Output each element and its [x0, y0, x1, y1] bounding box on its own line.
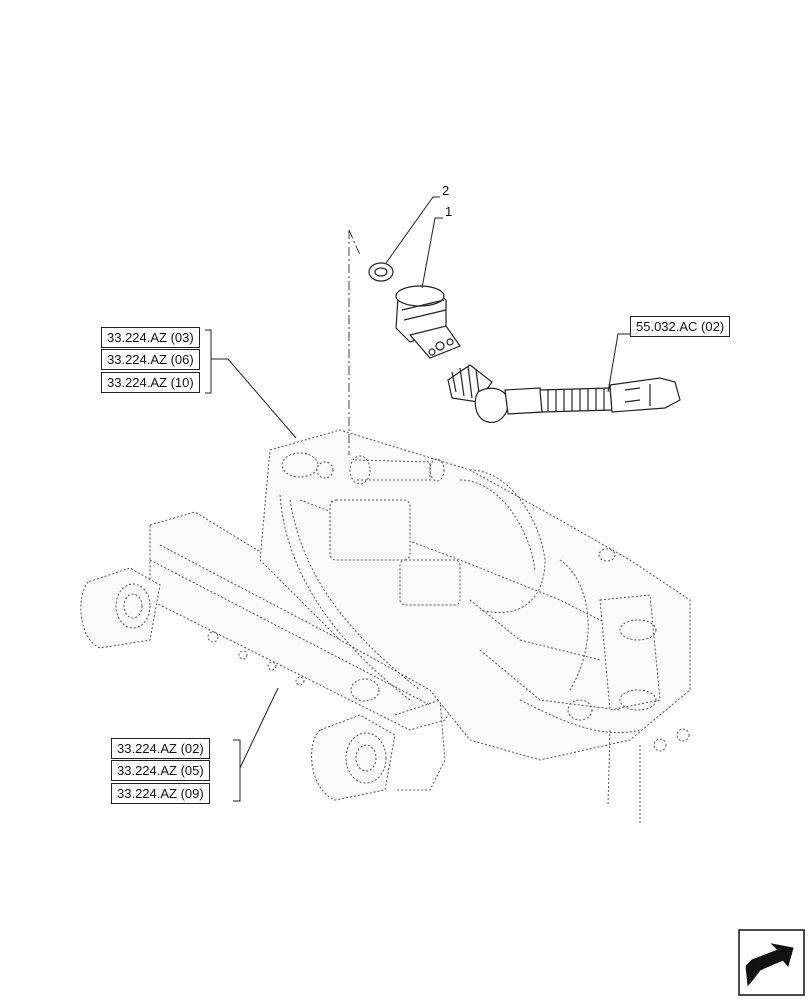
- harness-reference-link[interactable]: 55.032.AC (02): [630, 316, 731, 337]
- axle-assembly-ghost: [80, 429, 691, 825]
- wiring-harness-connector: [447, 364, 681, 424]
- assembly-axis-line: [348, 229, 361, 455]
- leader-lines: [205, 196, 630, 802]
- reference-link[interactable]: 33.224.AZ (05): [111, 760, 210, 781]
- reference-link[interactable]: 33.224.AZ (10): [101, 372, 200, 393]
- callout-item-1: 1: [445, 204, 453, 219]
- callout-item-2: 2: [442, 183, 450, 198]
- part-1-sensor: [395, 285, 461, 359]
- reference-link[interactable]: 33.224.AZ (03): [101, 327, 200, 348]
- reference-link[interactable]: 33.224.AZ (06): [101, 349, 200, 370]
- part-2-seal: [368, 262, 394, 282]
- reference-link[interactable]: 33.224.AZ (09): [111, 783, 210, 804]
- reference-link[interactable]: 33.224.AZ (02): [111, 738, 210, 759]
- next-page-arrow-icon[interactable]: [738, 929, 805, 996]
